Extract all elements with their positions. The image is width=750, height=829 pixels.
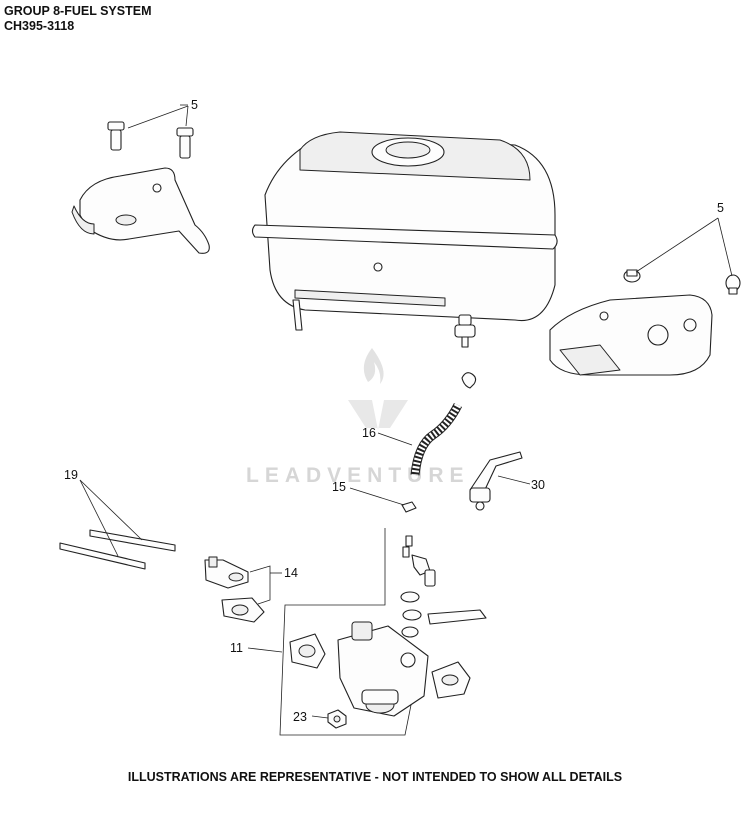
carburetor-gasket-right (431, 661, 471, 699)
fuel-hose (410, 402, 463, 476)
leader-16 (377, 432, 413, 446)
fuel-valve (454, 314, 476, 348)
carburetor-gasket-left (289, 633, 326, 669)
tank-bracket-right (549, 294, 713, 376)
callout-14: 14 (284, 566, 298, 580)
callout-15: 15 (332, 480, 346, 494)
carburetor-assembly-outline (279, 528, 413, 736)
gasket-part-14b (221, 597, 265, 623)
leader-15 (349, 487, 405, 506)
callout-5a: 5 (191, 98, 198, 112)
leader-14 (249, 565, 271, 605)
leader-23 (311, 715, 329, 719)
throttle-lever (400, 591, 487, 638)
leader-30 (497, 475, 531, 485)
choke-lever (469, 451, 523, 511)
callout-23: 23 (293, 710, 307, 724)
stud-part-19b (59, 542, 146, 570)
callout-16: 16 (362, 426, 376, 440)
bolt-part-5d (725, 274, 741, 295)
bolt-part-5a (107, 121, 125, 151)
bolt-part-5b (176, 127, 194, 159)
callout-5b: 5 (717, 201, 724, 215)
carburetor-body (337, 621, 429, 717)
hose-clip (461, 372, 477, 389)
leader-19a (79, 479, 143, 541)
nut-part-23 (327, 709, 347, 729)
page-title: GROUP 8-FUEL SYSTEM (4, 4, 152, 18)
fuel-tank (251, 131, 558, 331)
callout-19: 19 (64, 468, 78, 482)
stud-part-19a (89, 529, 176, 552)
carburetor-screws (402, 535, 436, 587)
tank-bracket-left (71, 167, 210, 254)
leader-5b (635, 217, 719, 273)
leader-5b-2 (717, 217, 733, 277)
gasket-part-14a (204, 556, 249, 589)
watermark: LEADVENTURE (246, 348, 470, 487)
model-number: CH395-3118 (4, 19, 75, 33)
watermark-text: LEADVENTURE (246, 464, 470, 487)
leader-11 (247, 647, 283, 653)
callout-11: 11 (230, 641, 243, 655)
leader-5a (127, 105, 189, 129)
bolt-part-5c (623, 269, 641, 283)
footer-note: ILLUSTRATIONS ARE REPRESENTATIVE - NOT I… (127, 770, 623, 784)
fitting-part-15 (401, 501, 417, 513)
leader-5a-2 (185, 105, 189, 127)
callout-30: 30 (531, 478, 545, 492)
leader-19b (79, 479, 119, 557)
